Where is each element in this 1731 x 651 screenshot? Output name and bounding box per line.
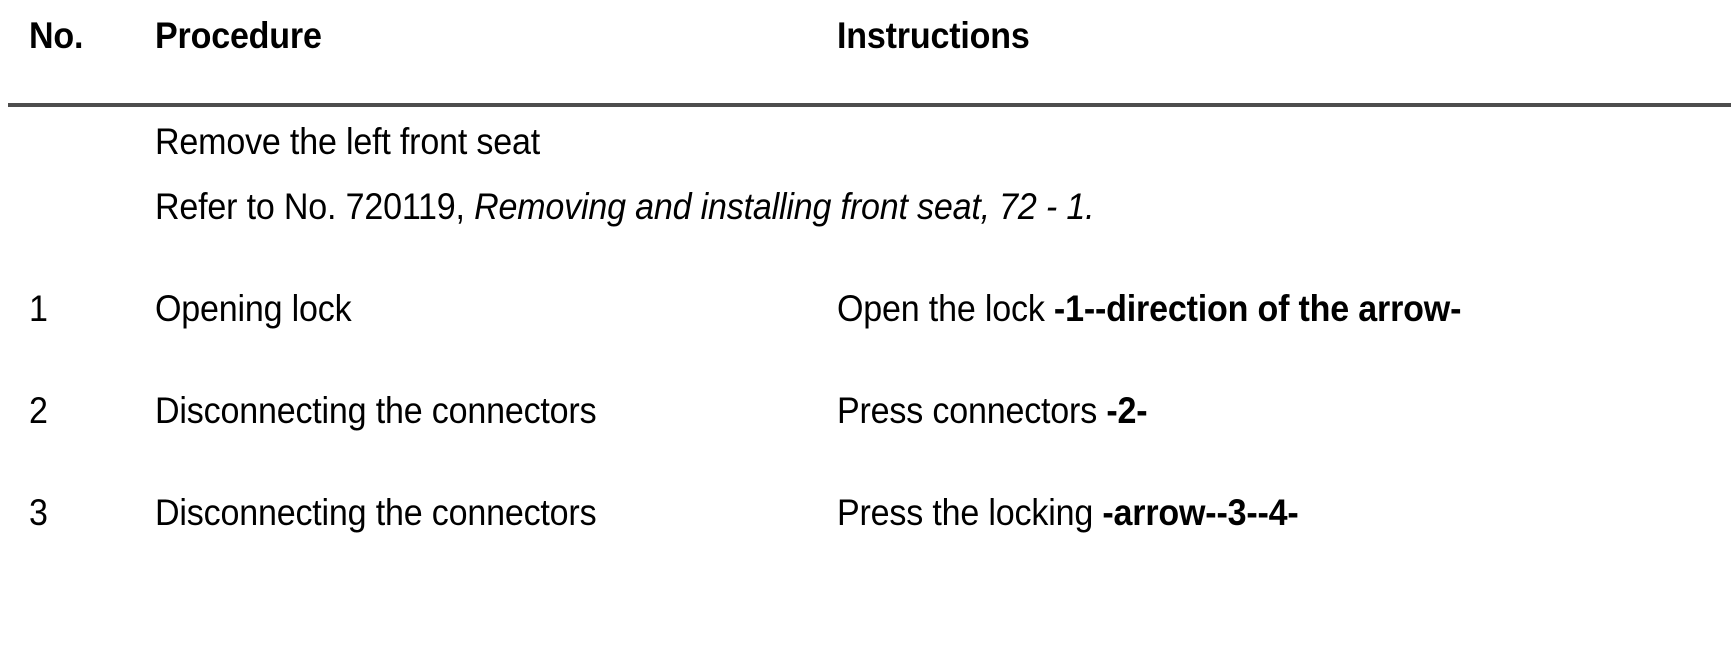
row-instruction-text: Open the lock — [837, 288, 1054, 329]
row-instruction: Press the locking -arrow--3--4- — [837, 491, 1299, 535]
row-instruction: Press connectors -2- — [837, 389, 1148, 433]
row-instruction-text: Press connectors — [837, 390, 1107, 431]
row-instruction-emphasis: -arrow--3--4- — [1102, 492, 1299, 533]
intro-line-remove-seat: Remove the left front seat — [155, 121, 540, 162]
header-divider-rule — [8, 103, 1731, 107]
intro-reference-title: Removing and installing front seat, 72 -… — [474, 186, 1095, 227]
row-instruction-emphasis: -2- — [1106, 390, 1148, 431]
row-instruction-text: Press the locking — [837, 492, 1103, 533]
row-procedure: Disconnecting the connectors — [155, 492, 597, 533]
row-number: 3 — [29, 492, 48, 533]
row-instruction: Open the lock -1--direction of the arrow… — [837, 287, 1461, 331]
column-header-no: No. — [29, 15, 84, 56]
row-procedure: Disconnecting the connectors — [155, 390, 597, 431]
row-procedure: Opening lock — [155, 288, 352, 329]
row-number: 1 — [29, 288, 48, 329]
column-header-procedure: Procedure — [155, 15, 322, 56]
row-instruction-emphasis: -1--direction of the arrow- — [1053, 288, 1462, 329]
row-number: 2 — [29, 390, 48, 431]
intro-line-reference: Refer to No. 720119, Removing and instal… — [155, 185, 1095, 229]
intro-reference-prefix: Refer to No. 720119, — [155, 186, 475, 227]
column-header-instructions: Instructions — [837, 15, 1030, 56]
